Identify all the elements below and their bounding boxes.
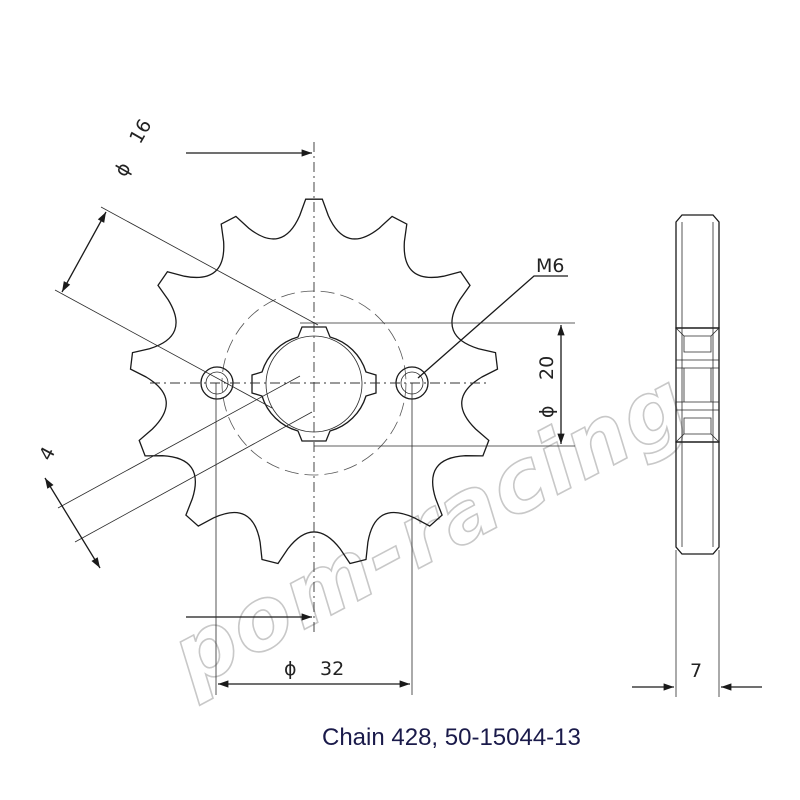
dim7-value: 7 bbox=[690, 660, 702, 682]
dim4-line bbox=[44, 477, 101, 569]
dim16-value: 16 bbox=[125, 116, 156, 148]
side-spline-top bbox=[675, 327, 720, 361]
dim20-symbol: ϕ bbox=[536, 405, 558, 418]
caption: Chain 428, 50-15044-13 bbox=[322, 724, 581, 751]
dim32-value: 32 bbox=[320, 658, 344, 680]
dim4-ext-b bbox=[74, 411, 313, 543]
dim16-symbol: ϕ bbox=[110, 159, 135, 181]
dim32-symbol: ϕ bbox=[284, 658, 297, 680]
side-spline-bottom bbox=[675, 409, 720, 443]
dim20-value: 20 bbox=[536, 356, 558, 380]
side-upper-body bbox=[675, 214, 720, 329]
dim4-value: 4 bbox=[35, 443, 60, 464]
side-view bbox=[675, 214, 720, 555]
dim16-ext-a bbox=[100, 206, 319, 326]
m6-label: M6 bbox=[536, 255, 564, 277]
m6-leader bbox=[417, 275, 568, 379]
side-spline-mid bbox=[676, 367, 719, 403]
dim4-ext-a bbox=[57, 375, 301, 509]
sprocket-outline bbox=[129, 198, 499, 565]
dim16-line bbox=[61, 211, 107, 293]
watermark: pom-racing bbox=[154, 352, 705, 708]
hub-bore bbox=[251, 326, 377, 442]
side-hub bbox=[675, 327, 720, 443]
side-lower-body bbox=[675, 441, 720, 555]
dim16-ext-b bbox=[54, 289, 273, 409]
